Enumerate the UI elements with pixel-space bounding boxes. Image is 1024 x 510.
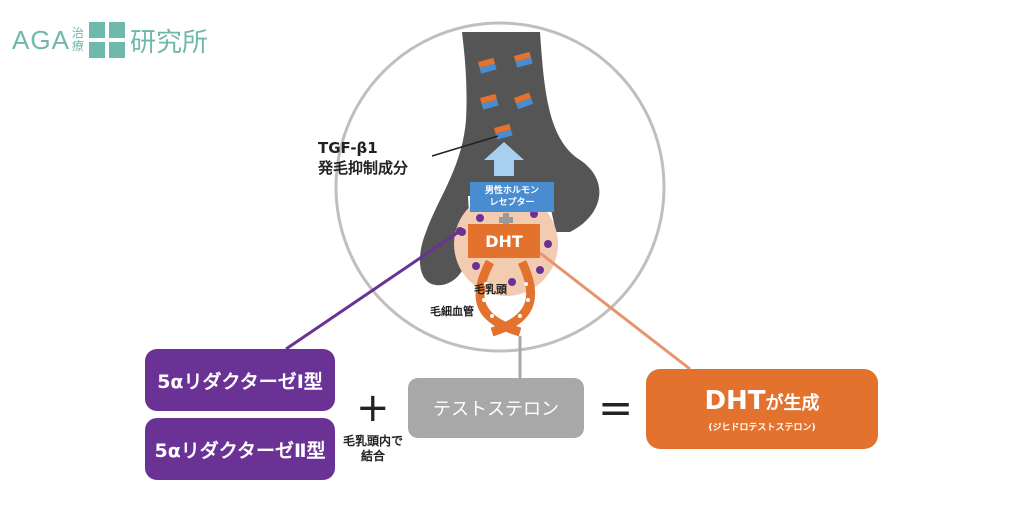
up-arrow-icon xyxy=(484,142,524,176)
receptor-line1: 男性ホルモン xyxy=(484,186,539,196)
logo-cross-icon xyxy=(88,22,125,58)
androgen-receptor-box: 男性ホルモン レセプター xyxy=(470,182,554,212)
enzyme-type2-box: 5αリダクターゼⅡ型 xyxy=(145,418,335,480)
result-main: DHT xyxy=(704,385,766,416)
capillary-right xyxy=(490,260,536,337)
receptor-dht-plus-icon xyxy=(499,213,513,227)
papilla-label: 毛乳頭 xyxy=(474,283,507,296)
tgf-label: TGF-β1 発毛抑制成分 xyxy=(318,138,408,178)
logo-sub-top: 治 xyxy=(71,26,84,40)
tgf-particles xyxy=(478,51,534,140)
result-subtitle: (ジヒドロテストステロン) xyxy=(708,422,816,433)
logo-aga-text: AGA xyxy=(12,24,70,55)
binding-note: 毛乳頭内で 結合 xyxy=(340,434,406,464)
equals-sign: = xyxy=(598,383,634,432)
logo-sub-bottom: 療 xyxy=(71,39,84,53)
tgf-label-line2: 発毛抑制成分 xyxy=(318,159,409,177)
tgf-label-line1: TGF-β1 xyxy=(318,139,378,157)
note-line2: 結合 xyxy=(360,449,385,463)
plus-sign: + xyxy=(356,385,390,431)
capillary-dots xyxy=(482,282,530,318)
follicle-circle xyxy=(334,21,666,353)
logo-sub-text: 治 療 xyxy=(72,27,84,53)
dht-box: DHT xyxy=(468,224,540,258)
enzyme-type1-box: 5αリダクターゼⅠ型 xyxy=(145,349,335,411)
logo-kenkyusho-text: 研究所 xyxy=(129,27,208,58)
logo: AGA 治 療 研究所 xyxy=(12,18,208,62)
dht-result-box: DHTが生成 (ジヒドロテストステロン) xyxy=(646,369,878,449)
tgf-pointer-line xyxy=(431,135,499,157)
result-connector-line xyxy=(539,251,691,371)
result-title: DHTが生成 xyxy=(704,386,819,416)
receptor-line2: レセプター xyxy=(489,198,535,208)
result-suffix: が生成 xyxy=(765,392,820,414)
capillary-label: 毛細血管 xyxy=(430,305,474,318)
testosterone-box: テストステロン xyxy=(408,378,584,438)
note-line1: 毛乳頭内で xyxy=(342,434,403,448)
enzyme-connector-line xyxy=(285,229,461,351)
